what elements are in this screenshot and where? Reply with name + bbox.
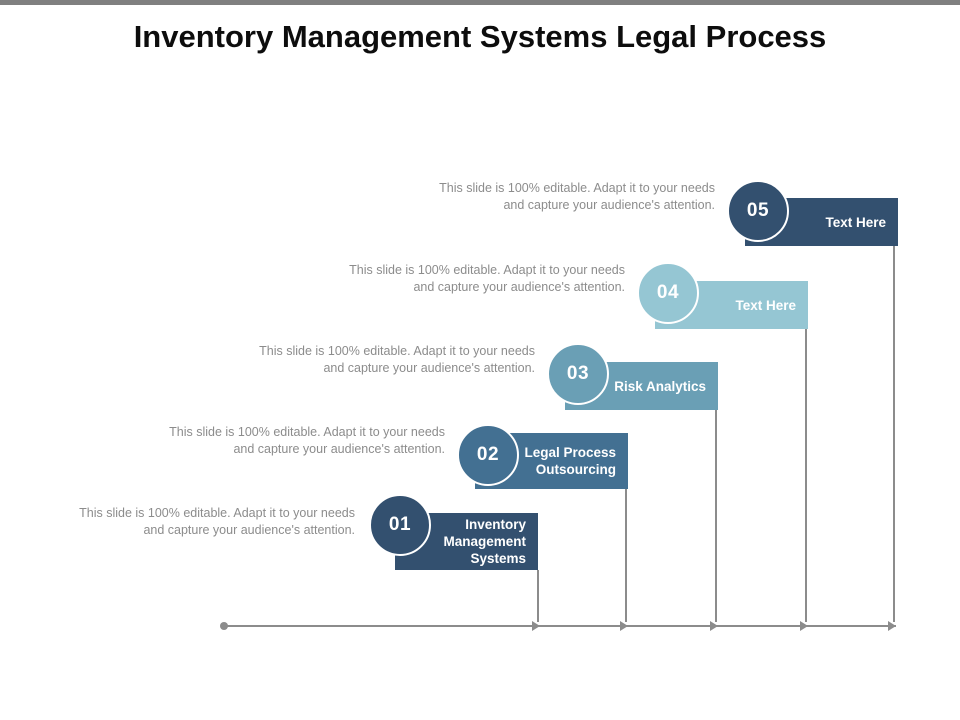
- step-description-03: This slide is 100% editable. Adapt it to…: [259, 344, 535, 375]
- step-bar-label-01: Inventory Management Systems: [443, 517, 526, 566]
- step-number-05: 05: [746, 200, 770, 221]
- step-circle-04[interactable]: 04: [637, 262, 699, 324]
- dropline-02: [625, 489, 627, 622]
- top-accent-strip: [0, 0, 960, 5]
- step-bar-label-02: Legal Process Outsourcing: [524, 445, 616, 477]
- dropline-03: [715, 410, 717, 622]
- step-bar-label-05: Text Here: [825, 214, 886, 230]
- step-number-02: 02: [476, 444, 500, 465]
- step-description-02: This slide is 100% editable. Adapt it to…: [169, 425, 445, 456]
- dropline-04: [805, 329, 807, 622]
- dropline-05: [893, 246, 895, 622]
- step-description-04: This slide is 100% editable. Adapt it to…: [349, 263, 625, 294]
- step-description-01: This slide is 100% editable. Adapt it to…: [79, 506, 355, 537]
- step-description-05: This slide is 100% editable. Adapt it to…: [439, 181, 715, 212]
- step-circle-01[interactable]: 01: [369, 494, 431, 556]
- page-title: Inventory Management Systems Legal Proce…: [133, 19, 827, 54]
- step-circle-02[interactable]: 02: [457, 424, 519, 486]
- axis-baseline: [224, 625, 896, 627]
- step-circle-05[interactable]: 05: [727, 180, 789, 242]
- step-bar-label-04: Text Here: [735, 297, 796, 313]
- step-circle-03[interactable]: 03: [547, 343, 609, 405]
- step-number-04: 04: [656, 282, 680, 303]
- step-number-03: 03: [566, 363, 590, 384]
- dropline-01: [537, 570, 539, 622]
- step-number-01: 01: [388, 514, 412, 535]
- step-bar-label-03: Risk Analytics: [614, 378, 706, 394]
